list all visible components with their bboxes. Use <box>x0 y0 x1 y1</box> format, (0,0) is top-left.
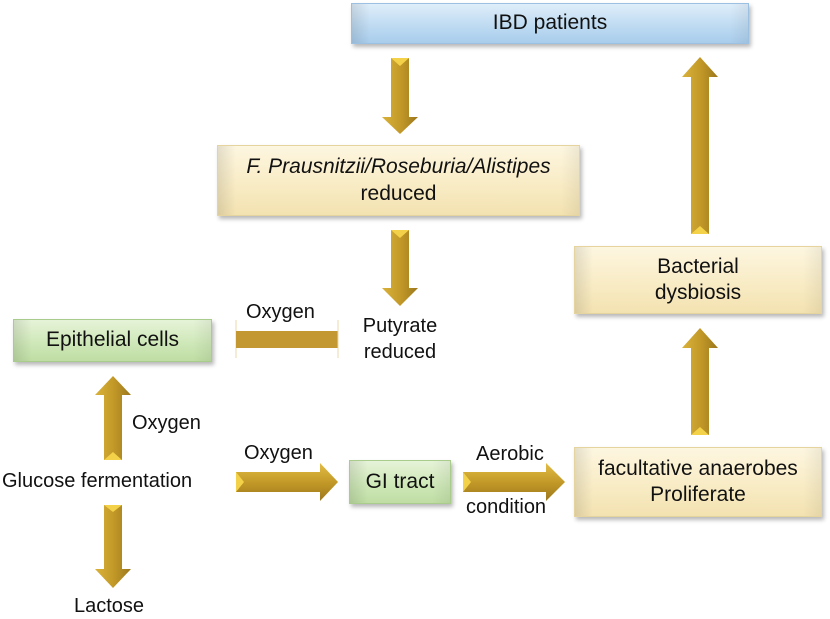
arrow-gi-to-facultative <box>463 463 565 501</box>
ibd-patients-label: IBD patients <box>492 11 608 35</box>
arrow-facultative-to-dysbiosis <box>682 328 718 435</box>
putyrate-reduced-label: Putyrate reduced <box>352 313 448 365</box>
gi-tract-label: GI tract <box>365 469 435 493</box>
arrow-glucose-to-lactose <box>95 505 131 588</box>
dysbiosis-line1: Bacterial <box>657 254 739 278</box>
inhibit-oxygen-label: Oxygen <box>246 301 315 323</box>
putyrate-line1: Putyrate <box>362 315 438 337</box>
dysbiosis-line2: dysbiosis <box>654 281 742 304</box>
putyrate-line2: reduced <box>363 341 437 363</box>
up-oxygen-label: Oxygen <box>132 412 201 434</box>
facultative-line1: facultative anaerobes <box>598 456 798 480</box>
arrow-bacteria-to-putyrate <box>382 230 418 306</box>
arrow-dysbiosis-to-ibd <box>682 57 718 234</box>
inhibit-bar-oxygen <box>235 320 339 358</box>
epithelial-cells-label: Epithelial cells <box>45 328 180 352</box>
facultative-line2: Proliferate <box>650 483 746 506</box>
bacteria-reduced-label: reduced <box>360 181 437 205</box>
facultative-anaerobes-box: facultative anaerobes Proliferate <box>574 447 822 517</box>
right-oxygen-label: Oxygen <box>244 442 313 464</box>
aerobic-label: Aerobic <box>476 443 544 465</box>
glucose-fermentation-label: Glucose fermentation <box>2 470 193 492</box>
arrow-glucose-to-epithelial <box>95 376 131 460</box>
arrow-glucose-to-gi-tract <box>236 463 338 501</box>
arrow-ibd-to-bacteria <box>382 58 418 134</box>
condition-label: condition <box>466 496 547 518</box>
lactose-label: Lactose <box>74 595 145 617</box>
bacteria-names-label: F. Prausnitzii/Roseburia/Alistipes <box>246 155 551 179</box>
